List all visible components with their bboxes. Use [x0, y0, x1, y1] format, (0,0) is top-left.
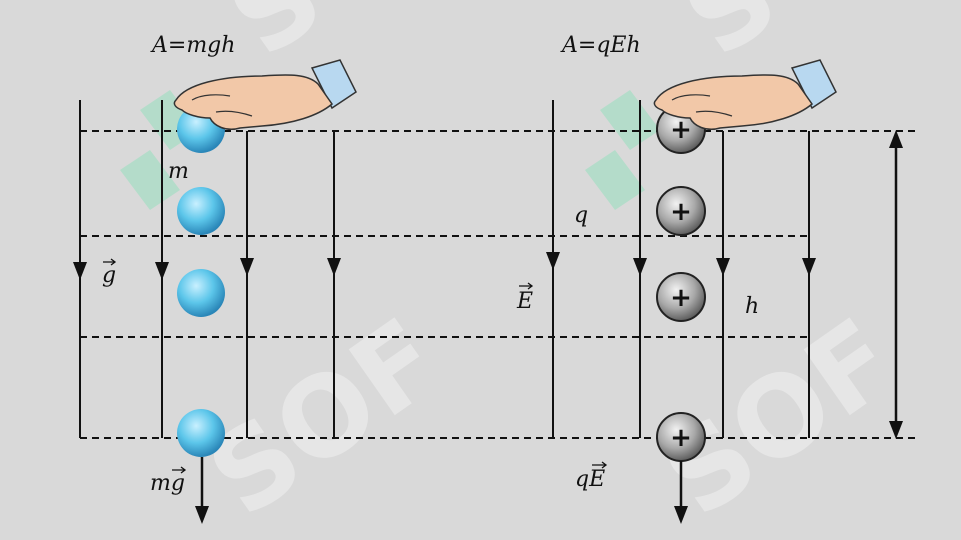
watermark-text-bottom-left: SOF — [186, 294, 462, 540]
height-arrow — [889, 130, 903, 439]
label-weight-force: mg — [150, 466, 187, 496]
mass-ball-3 — [177, 269, 225, 317]
label-mass: m — [168, 159, 189, 184]
electric-force-arrow — [674, 461, 688, 524]
charge-sign-4: + — [670, 423, 692, 453]
electric-arrowhead-2 — [633, 258, 647, 276]
electric-arrowhead-1 — [546, 252, 560, 270]
formula-gravity-work: A=mgh — [150, 33, 235, 58]
label-charge: q — [574, 203, 588, 228]
mass-ball-2 — [177, 187, 225, 235]
height-levels — [80, 130, 915, 439]
formula-electric-work: A=qEh — [560, 33, 641, 58]
gravity-field-arrows — [73, 258, 341, 280]
charged-ball-3: + — [656, 272, 706, 322]
charge-sign-1: + — [670, 115, 692, 145]
charge-sign-3: + — [670, 283, 692, 313]
charged-ball-2: + — [656, 186, 706, 236]
charge-sign-2: + — [670, 197, 692, 227]
mass-balls — [177, 105, 225, 457]
svg-text:mg: mg — [150, 471, 185, 496]
electric-arrowhead-4 — [802, 258, 816, 276]
gravity-arrowhead-1 — [73, 262, 87, 280]
gravity-arrowhead-2 — [155, 262, 169, 280]
gravity-arrowhead-4 — [327, 258, 341, 276]
electric-field-arrows — [546, 252, 816, 276]
gravity-arrowhead-3 — [240, 258, 254, 276]
label-height: h — [745, 294, 759, 319]
charged-balls: + + + + — [656, 104, 706, 462]
svg-text:E: E — [516, 289, 533, 314]
svg-text:qE: qE — [575, 467, 605, 492]
hand-left-icon — [173, 59, 357, 130]
weight-force-arrow — [195, 457, 209, 524]
electric-arrowhead-3 — [716, 258, 730, 276]
label-electric-field: E — [516, 282, 534, 314]
charged-ball-4: + — [656, 412, 706, 462]
hand-right-icon — [653, 59, 837, 130]
svg-text:g: g — [102, 263, 116, 288]
label-electric-force: qE — [575, 461, 608, 492]
mass-ball-4 — [177, 409, 225, 457]
label-gravity-field: g — [102, 258, 116, 288]
